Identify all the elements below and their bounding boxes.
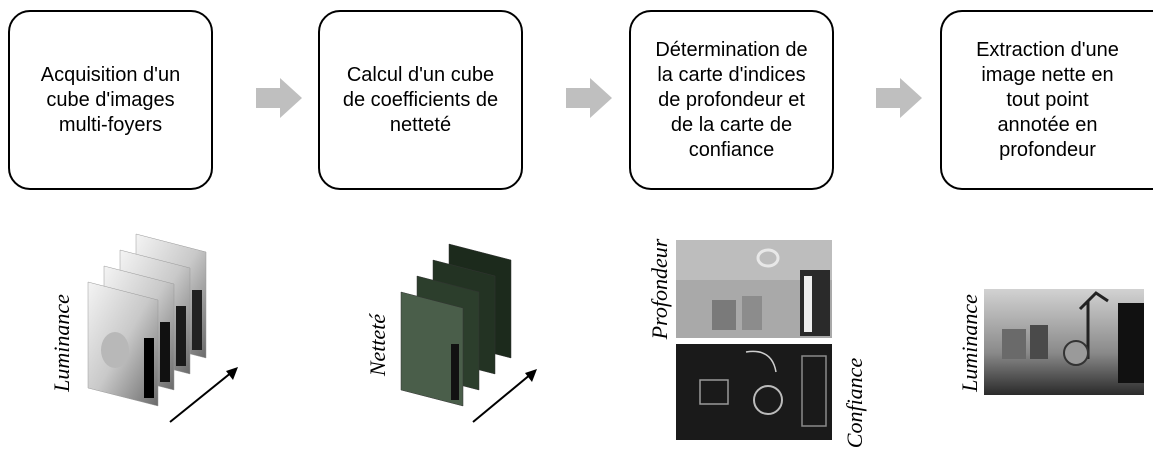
sharpness-frame-1 [400,291,464,407]
luminance-image-stack [87,233,238,423]
depth-map-image [676,240,832,338]
step-box-sharpness: Calcul d'un cube de coefficients de nett… [318,10,523,190]
luminance-frame-1 [87,281,159,407]
all-in-focus-image [984,289,1144,395]
step-box-depth-map: Détermination de la carte d'indices de p… [629,10,834,190]
final-image-label: Luminance [957,294,982,392]
flow-arrow-3-icon [876,78,922,118]
step-label-acquisition: Acquisition d'un cube d'images multi-foy… [40,63,181,136]
confidence-map-image [676,344,832,440]
sharpness-axis-arrow-icon [472,369,537,423]
depth-map-label: Profondeur [647,238,672,340]
sharpness-image-stack [400,243,537,423]
step-label-extraction: Extraction d'une image nette en tout poi… [976,38,1119,161]
flow-arrow-2-icon [566,78,612,118]
focus-axis-arrow-icon [169,367,238,423]
step-label-sharpness: Calcul d'un cube de coefficients de nett… [342,63,499,136]
confidence-map-label: Confiance [842,357,867,449]
step-box-acquisition: Acquisition d'un cube d'images multi-foy… [8,10,213,190]
depth-and-confidence-maps [676,240,832,440]
step-box-extraction: Extraction d'une image nette en tout poi… [940,10,1153,190]
step-label-depth-map: Détermination de la carte d'indices de p… [655,38,808,161]
flow-arrow-1-icon [256,78,302,118]
